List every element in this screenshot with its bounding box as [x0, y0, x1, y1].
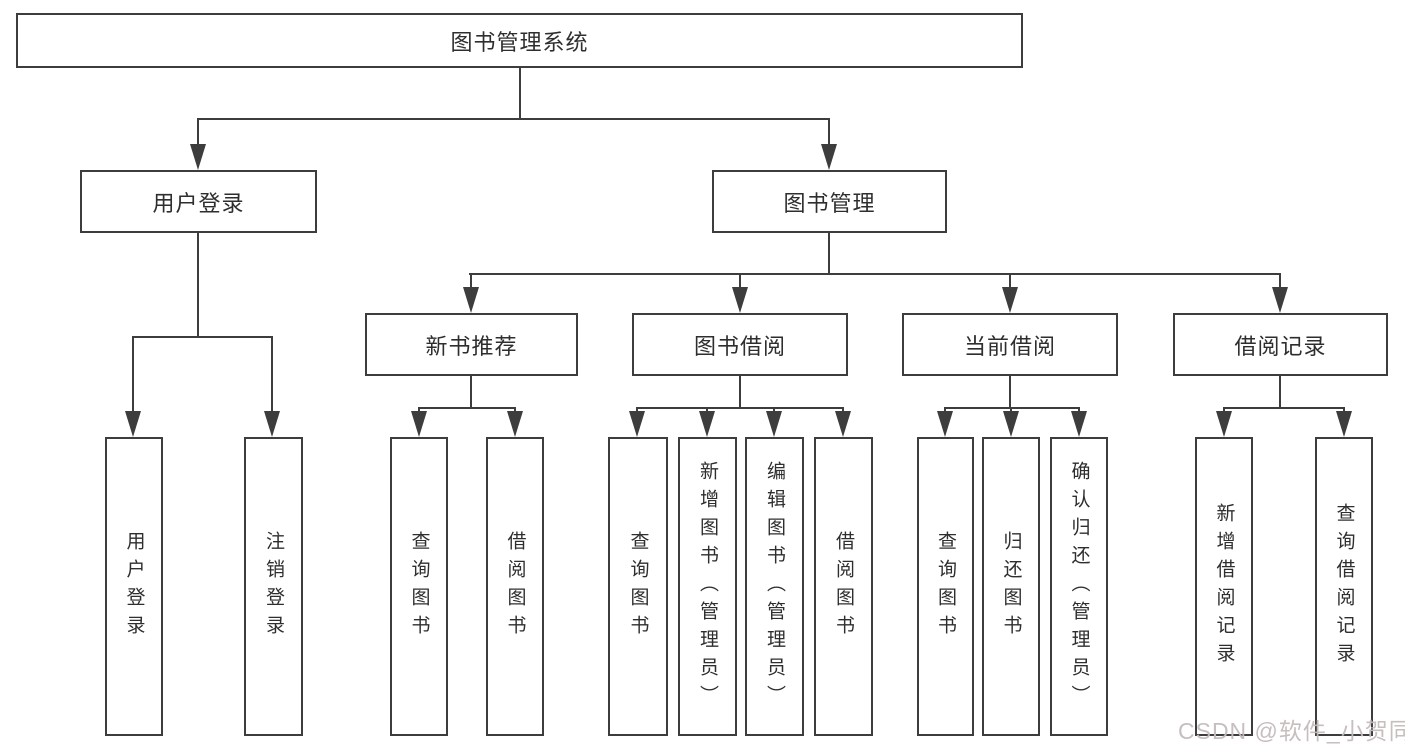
leaf-currentborrow-query: 查询图书 [917, 437, 974, 736]
connector-bookmgmt-vline [828, 233, 830, 273]
arrowhead-newbook-leaf2 [507, 411, 523, 437]
arrowhead-bookborrow-leaf4 [835, 411, 851, 437]
arrowhead-bookborrow-leaf2 [699, 411, 715, 437]
leaf-newbook-query: 查询图书 [390, 437, 448, 736]
node-user-login: 用户登录 [80, 170, 317, 233]
leaf-bookborrow-query: 查询图书 [608, 437, 668, 736]
leaf-logout-label: 注销登录 [263, 530, 284, 643]
csdn-watermark: CSDN @软件_小贺同学 [1178, 718, 1405, 744]
connector-root-hline [198, 118, 830, 120]
connector-bookmgmt-hline [469, 273, 1281, 275]
node-book-borrow-label: 图书借阅 [693, 333, 786, 359]
leaf-borrowrecord-add: 新增借阅记录 [1195, 437, 1253, 736]
leaf-currentborrow-return: 归还图书 [982, 437, 1040, 736]
leaf-borrowrecord-query-label: 查询借阅记录 [1333, 502, 1355, 671]
leaf-borrowrecord-add-label: 新增借阅记录 [1213, 502, 1235, 671]
leaf-currentborrow-query-label: 查询图书 [935, 530, 956, 643]
connector-stem-book-borrow [739, 273, 741, 289]
node-root-label: 图书管理系统 [450, 29, 589, 55]
node-book-management-label: 图书管理 [783, 190, 876, 216]
leaf-newbook-query-label: 查询图书 [408, 530, 430, 643]
connector-bookborrow-hline [637, 407, 844, 409]
connector-newbook-vline [470, 376, 472, 407]
connector-stem-current-borrow [1009, 273, 1011, 289]
connector-borrowrecord-vline [1279, 376, 1281, 407]
arrowhead-user-login [190, 144, 206, 170]
connector-stem-logout-leaf [271, 336, 273, 413]
node-root: 图书管理系统 [16, 13, 1023, 68]
leaf-bookborrow-query-label: 查询图书 [627, 530, 649, 643]
arrowhead-bookborrow-leaf3 [766, 411, 782, 437]
arrowhead-book-management [821, 144, 837, 170]
arrowhead-currentborrow-leaf1 [937, 411, 953, 437]
leaf-bookborrow-edit: 编辑图书（管理员） [745, 437, 804, 736]
arrowhead-borrow-record [1272, 287, 1288, 313]
connector-userlogin-vline [197, 233, 199, 336]
leaf-currentborrow-confirm: 确认归还（管理员） [1050, 437, 1108, 736]
leaf-bookborrow-add-label: 新增图书（管理员） [697, 460, 718, 713]
node-book-management: 图书管理 [712, 170, 947, 233]
arrowhead-new-book [463, 287, 479, 313]
arrowhead-login-leaf [125, 411, 141, 437]
leaf-bookborrow-edit-label: 编辑图书（管理员） [764, 460, 785, 713]
connector-stem-login-leaf [132, 336, 134, 413]
leaf-currentborrow-confirm-label: 确认归还（管理员） [1068, 460, 1090, 713]
connector-newbook-hline [418, 407, 516, 409]
leaf-bookborrow-add: 新增图书（管理员） [678, 437, 737, 736]
node-user-login-label: 用户登录 [152, 190, 245, 216]
arrowhead-current-borrow [1002, 287, 1018, 313]
node-current-borrow: 当前借阅 [902, 313, 1118, 376]
connector-stem-book-management [828, 118, 830, 146]
connector-stem-borrow-record [1279, 273, 1281, 289]
connector-root-vline [519, 68, 521, 118]
arrowhead-borrowrecord-leaf1 [1216, 411, 1232, 437]
leaf-user-login: 用户登录 [105, 437, 163, 736]
node-book-borrow: 图书借阅 [632, 313, 848, 376]
connector-currentborrow-vline [1009, 376, 1011, 407]
leaf-borrowrecord-query: 查询借阅记录 [1315, 437, 1373, 736]
arrowhead-bookborrow-leaf1 [629, 411, 645, 437]
leaf-bookborrow-borrow-label: 借阅图书 [833, 530, 854, 643]
node-borrow-record-label: 借阅记录 [1234, 333, 1327, 359]
arrowhead-book-borrow [732, 287, 748, 313]
node-new-book-recommend-label: 新书推荐 [425, 333, 518, 359]
arrowhead-logout-leaf [264, 411, 280, 437]
leaf-bookborrow-borrow: 借阅图书 [814, 437, 873, 736]
arrowhead-currentborrow-leaf3 [1071, 411, 1087, 437]
node-new-book-recommend: 新书推荐 [365, 313, 578, 376]
connector-stem-user-login [197, 118, 199, 146]
arrowhead-borrowrecord-leaf2 [1336, 411, 1352, 437]
node-borrow-record: 借阅记录 [1173, 313, 1388, 376]
connector-bookborrow-vline [739, 376, 741, 407]
leaf-user-login-label: 用户登录 [123, 530, 145, 643]
connector-userlogin-hline [133, 336, 273, 338]
connector-borrowrecord-hline [1223, 407, 1344, 409]
arrowhead-currentborrow-leaf2 [1003, 411, 1019, 437]
leaf-newbook-borrow-label: 借阅图书 [504, 530, 526, 643]
node-current-borrow-label: 当前借阅 [963, 333, 1056, 359]
leaf-currentborrow-return-label: 归还图书 [1000, 530, 1022, 643]
leaf-newbook-borrow: 借阅图书 [486, 437, 544, 736]
connector-stem-new-book [470, 273, 472, 289]
arrowhead-newbook-leaf1 [411, 411, 427, 437]
leaf-logout: 注销登录 [244, 437, 303, 736]
